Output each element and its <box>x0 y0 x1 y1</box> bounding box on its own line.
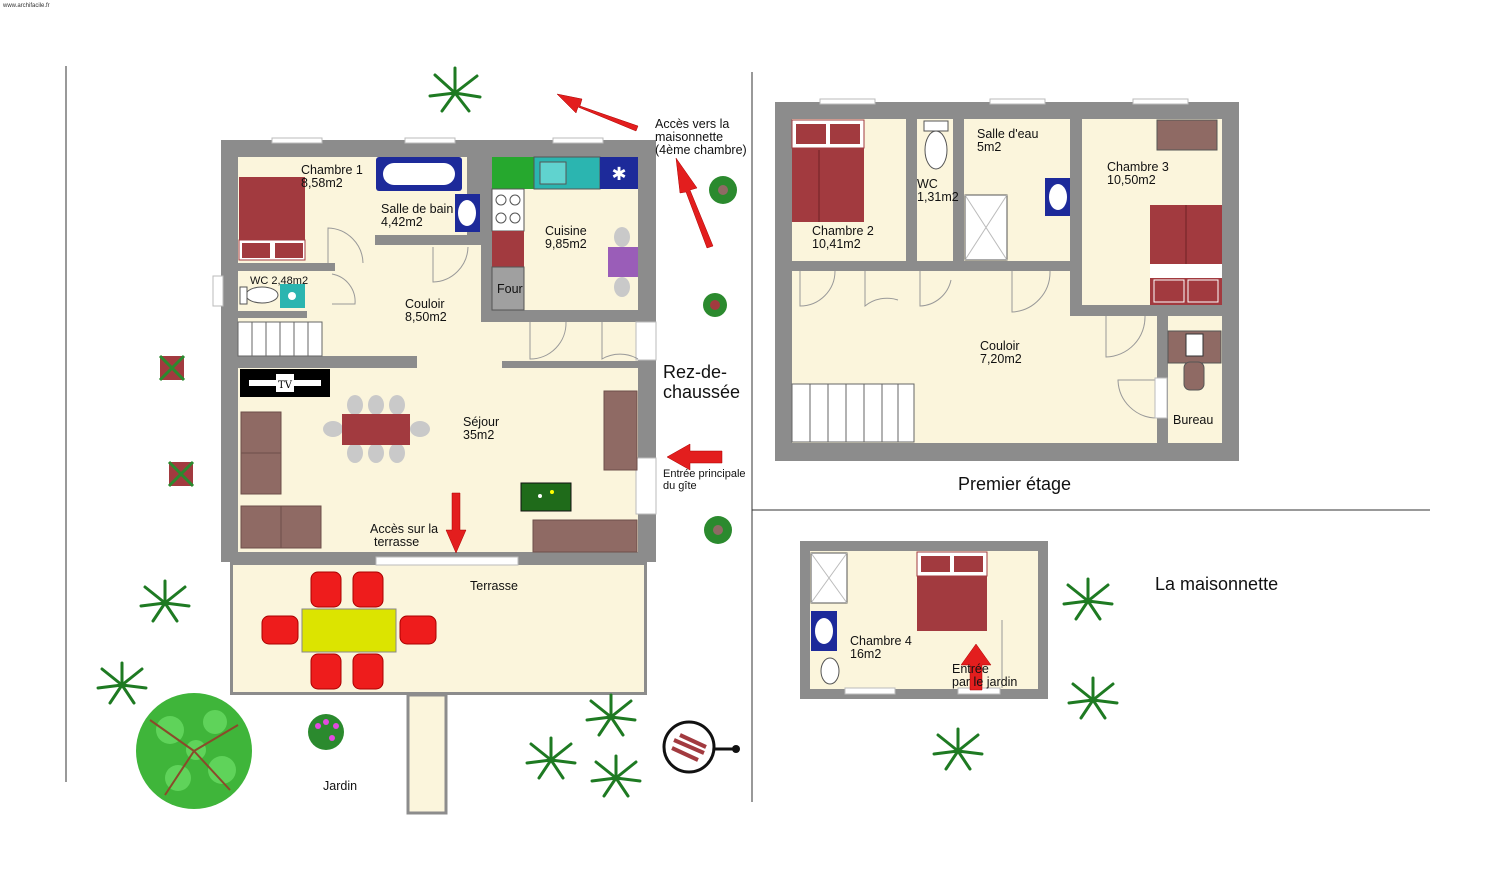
bathroom-label: Salle de bain <box>381 202 453 216</box>
terrace-label: Terrasse <box>470 579 518 593</box>
pool-table-icon <box>520 482 572 512</box>
oven-label: Four <box>497 282 523 296</box>
svg-text:TV: TV <box>278 380 293 391</box>
first-hallway-area-label: 7,20m2 <box>980 352 1022 366</box>
tree-icon <box>136 693 252 809</box>
bedroom4-label: Chambre 4 <box>850 634 912 648</box>
shrub-icon <box>704 516 732 544</box>
plant-icon <box>932 727 984 771</box>
bedroom4-area-label: 16m2 <box>850 647 881 661</box>
plant-icon <box>590 754 642 798</box>
cottage-entrance-arrow-icon <box>960 643 992 691</box>
kitchen-label: Cuisine <box>545 224 587 238</box>
washbasin-icon <box>455 194 480 232</box>
shower-room-label: Salle d'eau <box>977 127 1039 141</box>
cottage-access-label-2: maisonnette <box>655 130 723 144</box>
first-floor-title: Premier étage <box>958 474 1071 494</box>
cottage-access-label-1: Accès vers la <box>655 117 729 131</box>
shrub-icon <box>709 176 737 204</box>
bathroom-area-label: 4,42m2 <box>381 215 423 229</box>
office-label: Bureau <box>1173 413 1213 427</box>
shower-icon <box>964 178 1070 261</box>
main-entrance-arrow-icon <box>666 443 723 471</box>
kitchen-units-icon: ✱ <box>491 156 638 311</box>
plant-icon <box>139 579 191 623</box>
desk-icon <box>1167 330 1222 391</box>
watermark: www.archifacile.fr <box>2 3 50 9</box>
planter-icon <box>158 354 186 382</box>
cottage-access-arrow-icon <box>556 93 639 132</box>
wc-label: WC 2,48m2 <box>250 275 308 287</box>
living-label: Séjour <box>463 415 499 429</box>
toilet-icon <box>239 284 305 308</box>
bed-icon <box>916 551 988 631</box>
bedroom1-label: Chambre 1 <box>301 163 363 177</box>
cottage-entrance-label-2: par le jardin <box>952 675 1017 689</box>
cottage-entrance-label-1: Entrée <box>952 662 989 676</box>
bedroom1-area-label: 8,58m2 <box>301 176 343 190</box>
shower-icon <box>810 552 848 604</box>
tv-icon: TV <box>240 369 330 397</box>
shower-room-area-label: 5m2 <box>977 140 1001 154</box>
hallway-area-label: 8,50m2 <box>405 310 447 324</box>
cottage-access-arrow-2-icon <box>675 157 714 249</box>
cottage-title: La maisonnette <box>1155 574 1278 594</box>
cottage-access-label-3: (4ème chambre) <box>655 143 747 157</box>
terrace-access-label-1: Accès sur la <box>370 522 438 536</box>
bathtub-icon <box>376 157 462 191</box>
first-floor-plan: Chambre 2 10,41m2 WC 1,31m2 Salle d'eau … <box>775 98 1239 494</box>
planter-icon <box>167 460 195 488</box>
bedroom3-label: Chambre 3 <box>1107 160 1169 174</box>
hallway-label: Couloir <box>405 297 445 311</box>
barbecue-icon <box>662 720 740 774</box>
toilet-icon <box>923 120 949 170</box>
plant-icon <box>1062 577 1114 621</box>
first-wc-label: WC <box>917 177 938 191</box>
garden-label: Jardin <box>323 779 357 793</box>
terrace-access-arrow-icon <box>445 492 467 554</box>
bed-icon <box>1150 119 1222 305</box>
terrace-access-label-2: terrasse <box>374 535 419 549</box>
garden-path <box>406 693 448 815</box>
terrace-table-icon <box>261 571 437 690</box>
toilet-icon <box>820 657 840 685</box>
plant-icon <box>96 661 148 705</box>
main-entrance-label-2: du gîte <box>663 480 697 492</box>
ground-floor-title-1: Rez-de- <box>663 362 727 382</box>
ground-floor-plan: ✱ TV <box>96 66 1119 815</box>
svg-text:✱: ✱ <box>611 164 626 185</box>
bedroom3-area-label: 10,50m2 <box>1107 173 1156 187</box>
main-entrance-label-1: Entrée principale <box>663 468 746 480</box>
first-wc-area-label: 1,31m2 <box>917 190 959 204</box>
cottage-plan: Chambre 4 16m2 Entrée par le jardin La m… <box>800 541 1278 699</box>
sofa-icon <box>240 390 638 553</box>
bed-icon <box>791 119 865 222</box>
hallway-area <box>238 157 638 373</box>
living-area-label: 35m2 <box>463 428 494 442</box>
plant-icon <box>428 66 482 113</box>
ground-floor-title-2: chaussée <box>663 382 740 402</box>
washbasin-icon <box>811 611 837 651</box>
first-hallway-label: Couloir <box>980 339 1020 353</box>
plant-icon <box>525 736 577 780</box>
bed-icon <box>238 177 306 261</box>
bedroom2-area-label: 10,41m2 <box>812 237 861 251</box>
shrub-icon <box>703 293 727 317</box>
plant-icon <box>585 693 637 737</box>
plant-icon <box>1067 676 1119 720</box>
bedroom2-label: Chambre 2 <box>812 224 874 238</box>
dining-table-icon <box>323 395 430 463</box>
flower-bush-icon <box>308 714 344 750</box>
kitchen-area-label: 9,85m2 <box>545 237 587 251</box>
